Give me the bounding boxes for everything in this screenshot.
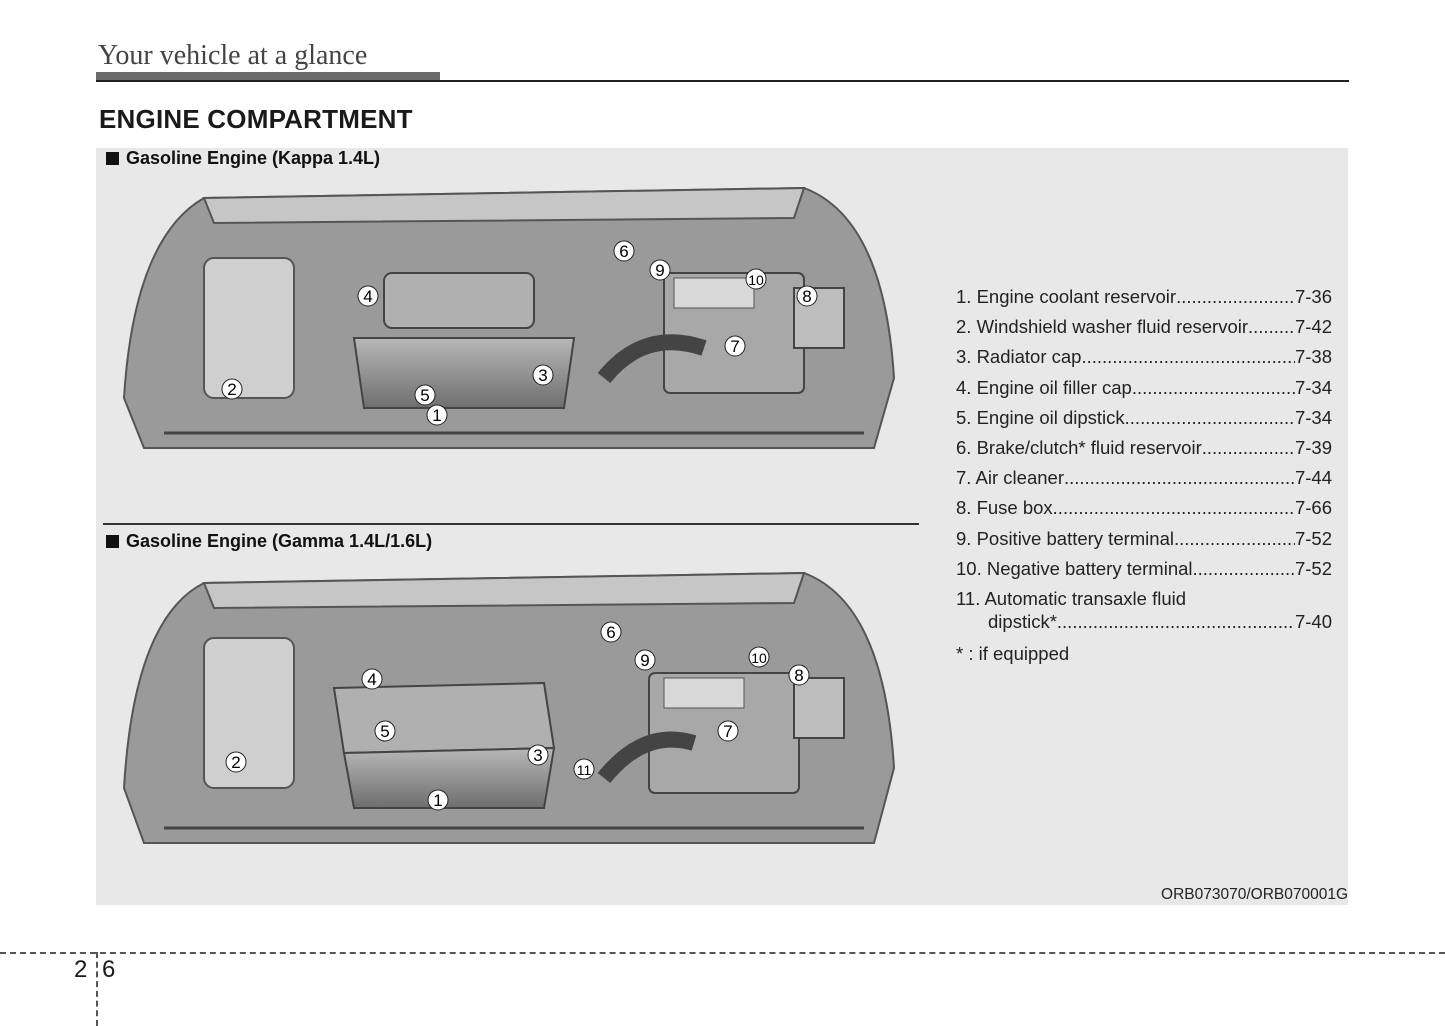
callout-5: 5 — [420, 386, 429, 405]
legend-item: 6. Brake/clutch* fluid reservoir7-39 — [956, 437, 1332, 467]
legend-item: 9. Positive battery terminal7-52 — [956, 528, 1332, 558]
callout-9: 9 — [640, 651, 649, 670]
legend-item: 5. Engine oil dipstick7-34 — [956, 407, 1332, 437]
callout-2: 2 — [231, 753, 240, 772]
legend-item-continuation: dipstick*7-40 — [956, 611, 1332, 641]
footer-dashed-divider — [96, 952, 98, 1026]
callout-10: 10 — [748, 272, 764, 288]
page-number: 6 — [102, 956, 116, 983]
legend-item: 2. Windshield washer fluid reservoir7-42 — [956, 316, 1332, 346]
section-title: ENGINE COMPARTMENT — [99, 104, 413, 134]
callout-6: 6 — [619, 242, 628, 261]
callout-1: 1 — [432, 406, 441, 425]
callout-5: 5 — [380, 722, 389, 741]
bottom-diagram-label: Gasoline Engine (Gamma 1.4L/1.6L) — [106, 531, 432, 552]
callout-3: 3 — [538, 366, 547, 385]
callout-2: 2 — [227, 380, 236, 399]
callout-9: 9 — [655, 261, 664, 280]
callout-11: 11 — [577, 762, 592, 778]
callout-1: 1 — [433, 791, 442, 810]
legend-item: 4. Engine oil filler cap7-34 — [956, 377, 1332, 407]
figure-code: ORB073070/ORB070001G — [1161, 886, 1348, 903]
callout-4: 4 — [363, 287, 372, 306]
component-legend: 1. Engine coolant reservoir7-36 2. Winds… — [956, 286, 1332, 641]
legend-item: 8. Fuse box7-66 — [956, 497, 1332, 527]
bullet-square-icon — [106, 535, 119, 548]
header-rule — [96, 80, 1349, 82]
callout-4: 4 — [367, 670, 376, 689]
legend-item: 3. Radiator cap7-38 — [956, 346, 1332, 376]
callout-3: 3 — [533, 746, 542, 765]
callout-8: 8 — [802, 287, 811, 306]
chapter-number: 2 — [74, 956, 88, 983]
footer-dashed-rule — [0, 952, 1445, 954]
legend-item: 11. Automatic transaxle fluid — [956, 587, 1187, 609]
callout-7: 7 — [723, 722, 732, 741]
callout-10: 10 — [751, 650, 767, 666]
top-diagram-label: Gasoline Engine (Kappa 1.4L) — [106, 148, 380, 169]
header-accent-bar — [96, 72, 440, 81]
bullet-square-icon — [106, 152, 119, 165]
legend-item: 10. Negative battery terminal7-52 — [956, 558, 1332, 588]
gamma-engine-illustration: 2 4 5 1 3 11 6 9 7 10 8 — [122, 571, 896, 844]
diagram-divider — [103, 523, 919, 525]
footnote: * : if equipped — [956, 643, 1070, 664]
callout-6: 6 — [606, 623, 615, 642]
running-header: Your vehicle at a glance — [98, 40, 368, 71]
callout-7: 7 — [730, 337, 739, 356]
legend-item: 1. Engine coolant reservoir7-36 — [956, 286, 1332, 316]
kappa-engine-illustration: 2 4 5 1 3 6 9 7 10 8 — [122, 186, 896, 449]
legend-item: 7. Air cleaner7-44 — [956, 467, 1332, 497]
callout-8: 8 — [794, 666, 803, 685]
